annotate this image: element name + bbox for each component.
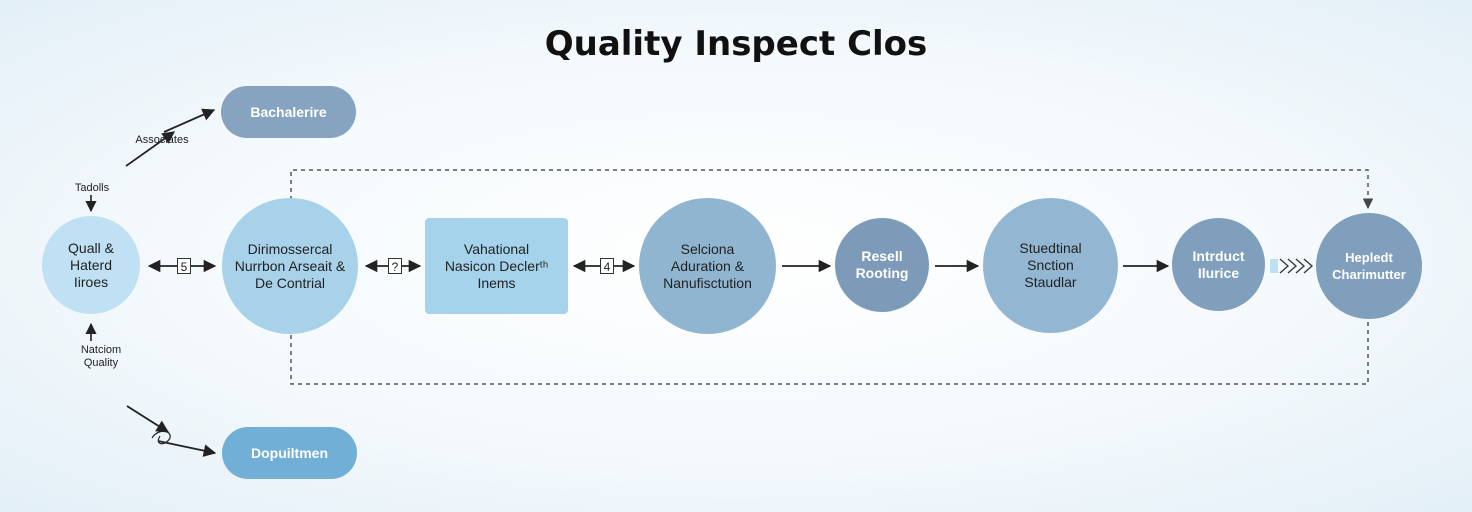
associates-label: Associates <box>135 134 189 146</box>
feedback-loop-bottom-dashed <box>290 320 1369 385</box>
badge-start-diagnosis: 5 <box>177 258 191 274</box>
start-node: Quall & Haterd Iiroes <box>42 216 140 314</box>
result-node-text: Resell Rooting <box>855 248 909 281</box>
chevron-connector <box>1270 258 1313 274</box>
badge-diagnosis-validation: ? <box>388 258 402 274</box>
validation-node: Vahational Nasicon Declerᵗʰ Inems <box>425 218 568 314</box>
result-node: Resell Rooting <box>835 218 929 312</box>
dopuiltmen-label: Dopuiltmen <box>251 444 328 461</box>
department-upper-arrow <box>126 405 170 433</box>
badge-validation-selection: 4 <box>600 258 614 274</box>
nation-quality-label: Natciom Quality <box>80 344 122 369</box>
associates-upper-arrow <box>163 108 216 133</box>
studential-node: Stuedtinal Snction Staudlar <box>983 198 1118 333</box>
tadolls-label: Tadolls <box>74 182 110 194</box>
department-lower-arrow <box>157 440 217 457</box>
diagnosis-node: Dirimossercal Nurrbon Arseait & De Contr… <box>222 198 358 334</box>
final-node: Hepledt Charimutter <box>1316 213 1422 319</box>
diagnosis-node-text: Dirimossercal Nurrbon Arseait & De Contr… <box>234 240 346 291</box>
dopuiltmen-pill: Dopuiltmen <box>222 427 357 479</box>
department-curl <box>151 430 171 445</box>
validation-node-text: Vahational Nasicon Declerᵗʰ Inems <box>444 240 549 291</box>
introduct-node-text: Intrduct Ilurice <box>1192 247 1245 281</box>
selection-node-text: Selciona Aduration & Nanufisctution <box>663 240 752 291</box>
bachalerire-label: Bachalerire <box>250 103 327 120</box>
bachalerire-pill: Bachalerire <box>221 86 356 138</box>
selection-node: Selciona Aduration & Nanufisctution <box>639 198 776 334</box>
start-node-text: Quall & Haterd Iiroes <box>68 239 114 290</box>
final-node-text: Hepledt Charimutter <box>1332 250 1406 282</box>
associates-lower-arrow <box>125 131 176 167</box>
introduct-node: Intrduct Ilurice <box>1172 218 1265 311</box>
diagram-title: Quality Inspect Clos <box>544 24 928 64</box>
feedback-loop-dashed <box>290 169 1374 210</box>
studential-node-text: Stuedtinal Snction Staudlar <box>1019 240 1082 290</box>
